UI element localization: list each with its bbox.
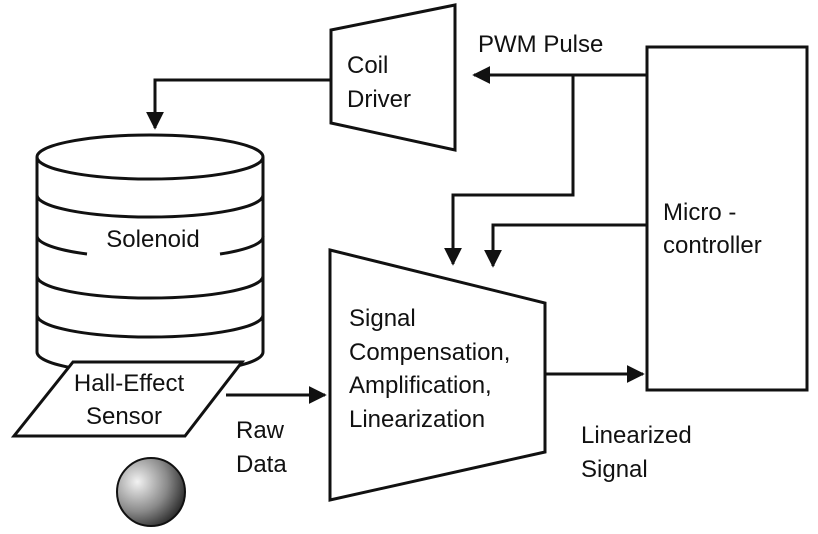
- signal-processing-block: Signal Compensation, Amplification, Line…: [328, 248, 547, 502]
- coil-driver-label-line1: Coil: [347, 52, 388, 79]
- raw-data-label-line1: Raw: [236, 417, 285, 444]
- raw-data-label-line2: Data: [236, 451, 287, 478]
- signal-label-line1: Signal: [349, 305, 416, 332]
- signal-label-line4: Linearization: [349, 406, 485, 433]
- signal-label-line3: Amplification,: [349, 372, 492, 399]
- coil-driver-block: Coil Driver: [329, 3, 457, 152]
- microcontroller-label-line1: Micro -: [663, 199, 736, 226]
- microcontroller-block: Micro - controller: [645, 45, 809, 392]
- solenoid: Solenoid: [35, 133, 265, 376]
- solenoid-label: Solenoid: [106, 226, 199, 253]
- micro-to-signal-arrow: [484, 223, 647, 268]
- hall-effect-sensor: Hall-Effect Sensor: [10, 360, 246, 438]
- hall-sensor-label-line1: Hall-Effect: [74, 370, 185, 397]
- coil-to-solenoid-arrow: [146, 78, 331, 130]
- signal-label-line2: Compensation,: [349, 339, 510, 366]
- linearized-signal-label-line2: Signal: [581, 456, 648, 483]
- pwm-to-signal-arrow: [444, 75, 575, 266]
- magnet-ball: [116, 457, 186, 527]
- hall-sensor-label-line2: Sensor: [86, 403, 162, 430]
- microcontroller-label-line2: controller: [663, 232, 762, 259]
- pwm-pulse-label: PWM Pulse: [478, 31, 603, 58]
- linearized-signal-label-line1: Linearized: [581, 422, 692, 449]
- coil-driver-label-line2: Driver: [347, 86, 411, 113]
